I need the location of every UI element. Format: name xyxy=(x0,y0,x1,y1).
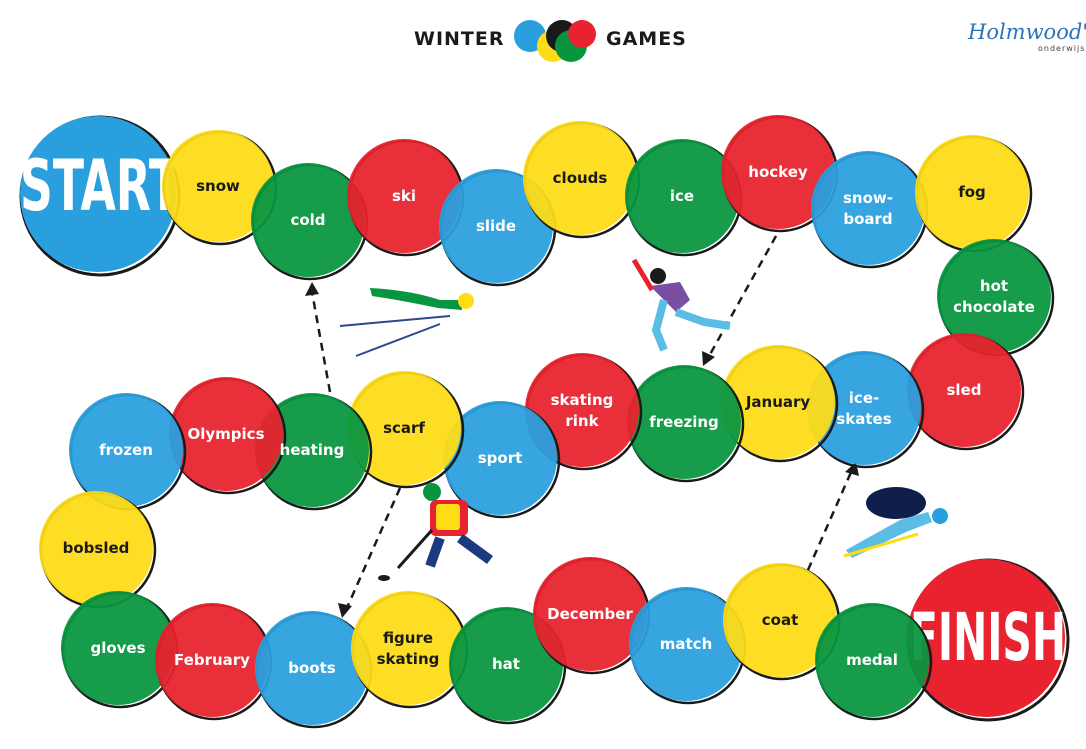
brand-logo: Holmwood's xyxy=(968,20,1086,44)
cell-label-16: sport xyxy=(478,449,523,467)
cell-circle xyxy=(629,587,743,701)
cell-label-8: snow-board xyxy=(843,189,893,228)
cell-circle xyxy=(169,377,283,491)
cell-circle xyxy=(61,591,175,705)
cell-label-22: gloves xyxy=(90,639,145,657)
cell-label-1: snow xyxy=(196,177,240,195)
olympic-rings-icon xyxy=(514,20,596,62)
board-cell-30 xyxy=(815,603,933,721)
cell-circle xyxy=(69,393,183,507)
ski-jumper-illustration xyxy=(339,288,474,357)
cell-circle xyxy=(251,163,365,277)
shortcut-arrows xyxy=(310,235,854,611)
cell-label-20: frozen xyxy=(99,441,153,459)
cell-circle xyxy=(39,491,153,605)
arrow-heating-to-cold xyxy=(310,291,332,393)
cell-circle xyxy=(721,345,835,459)
cell-circle xyxy=(443,401,557,515)
cell-circle xyxy=(807,351,921,465)
cell-circle xyxy=(915,135,1029,249)
start-circle: START xyxy=(19,115,181,277)
cell-circle xyxy=(907,333,1021,447)
brand-subtitle: onderwijs xyxy=(1038,44,1086,53)
cell-circle xyxy=(155,603,269,717)
cell-circle xyxy=(439,169,553,283)
cell-label-28: match xyxy=(660,635,713,653)
cell-label-7: hockey xyxy=(748,163,808,181)
cell-label-6: ice xyxy=(670,187,694,205)
title-winter: WINTER xyxy=(414,28,505,50)
arrow-hockey-to-freezing xyxy=(706,235,778,359)
speed-skater-illustration xyxy=(631,258,731,352)
arrow-scarf-to-boots xyxy=(344,487,402,611)
cell-label-4: slide xyxy=(476,217,516,235)
cell-label-12: ice-skates xyxy=(836,389,891,428)
cell-circle xyxy=(627,365,741,479)
cell-circle xyxy=(347,371,461,485)
cell-label-13: January xyxy=(745,393,811,411)
cell-label-11: sled xyxy=(947,381,982,399)
start-text: START xyxy=(20,145,180,227)
cell-label-14: freezing xyxy=(649,413,719,431)
cell-circle xyxy=(625,139,739,253)
cell-circle xyxy=(533,557,647,671)
cell-label-21: bobsled xyxy=(63,539,130,557)
cell-label-29: coat xyxy=(762,611,799,629)
cell-label-27: December xyxy=(547,605,633,623)
cell-circle xyxy=(162,130,274,242)
cell-label-17: scarf xyxy=(383,419,425,437)
cell-label-23: February xyxy=(174,651,250,669)
cell-label-19: Olympics xyxy=(188,425,265,443)
cell-circle xyxy=(255,611,369,725)
cell-label-5: clouds xyxy=(553,169,608,187)
cell-circle xyxy=(811,151,925,265)
board-cell-25 xyxy=(351,591,469,709)
cell-label-24: boots xyxy=(288,659,336,677)
cell-circle xyxy=(523,121,637,235)
cell-label-9: fog xyxy=(958,183,986,201)
title-games: GAMES xyxy=(606,28,687,50)
cell-circle xyxy=(721,115,835,229)
cell-circle xyxy=(449,607,563,721)
cell-label-26: hat xyxy=(492,655,520,673)
hockey-player-illustration xyxy=(378,483,493,581)
cell-label-30: medal xyxy=(846,651,898,669)
cell-circle xyxy=(351,591,465,705)
cell-label-18: heating xyxy=(280,441,345,459)
cell-circle xyxy=(723,563,837,677)
arrow-coat-to-icestakes xyxy=(806,469,854,571)
path-cells: snow cold ski slide clouds ice hockey snow-boar… xyxy=(39,115,1055,729)
cell-circle xyxy=(347,139,461,253)
luge-athlete-illustration xyxy=(843,487,948,558)
finish-text: FINISH xyxy=(910,599,1066,676)
cell-label-3: ski xyxy=(392,187,416,205)
cell-label-2: cold xyxy=(290,211,325,229)
cell-circle xyxy=(937,239,1051,353)
cell-circle xyxy=(815,603,929,717)
board-cell-8 xyxy=(811,151,929,269)
finish-circle: FINISH xyxy=(906,558,1070,722)
